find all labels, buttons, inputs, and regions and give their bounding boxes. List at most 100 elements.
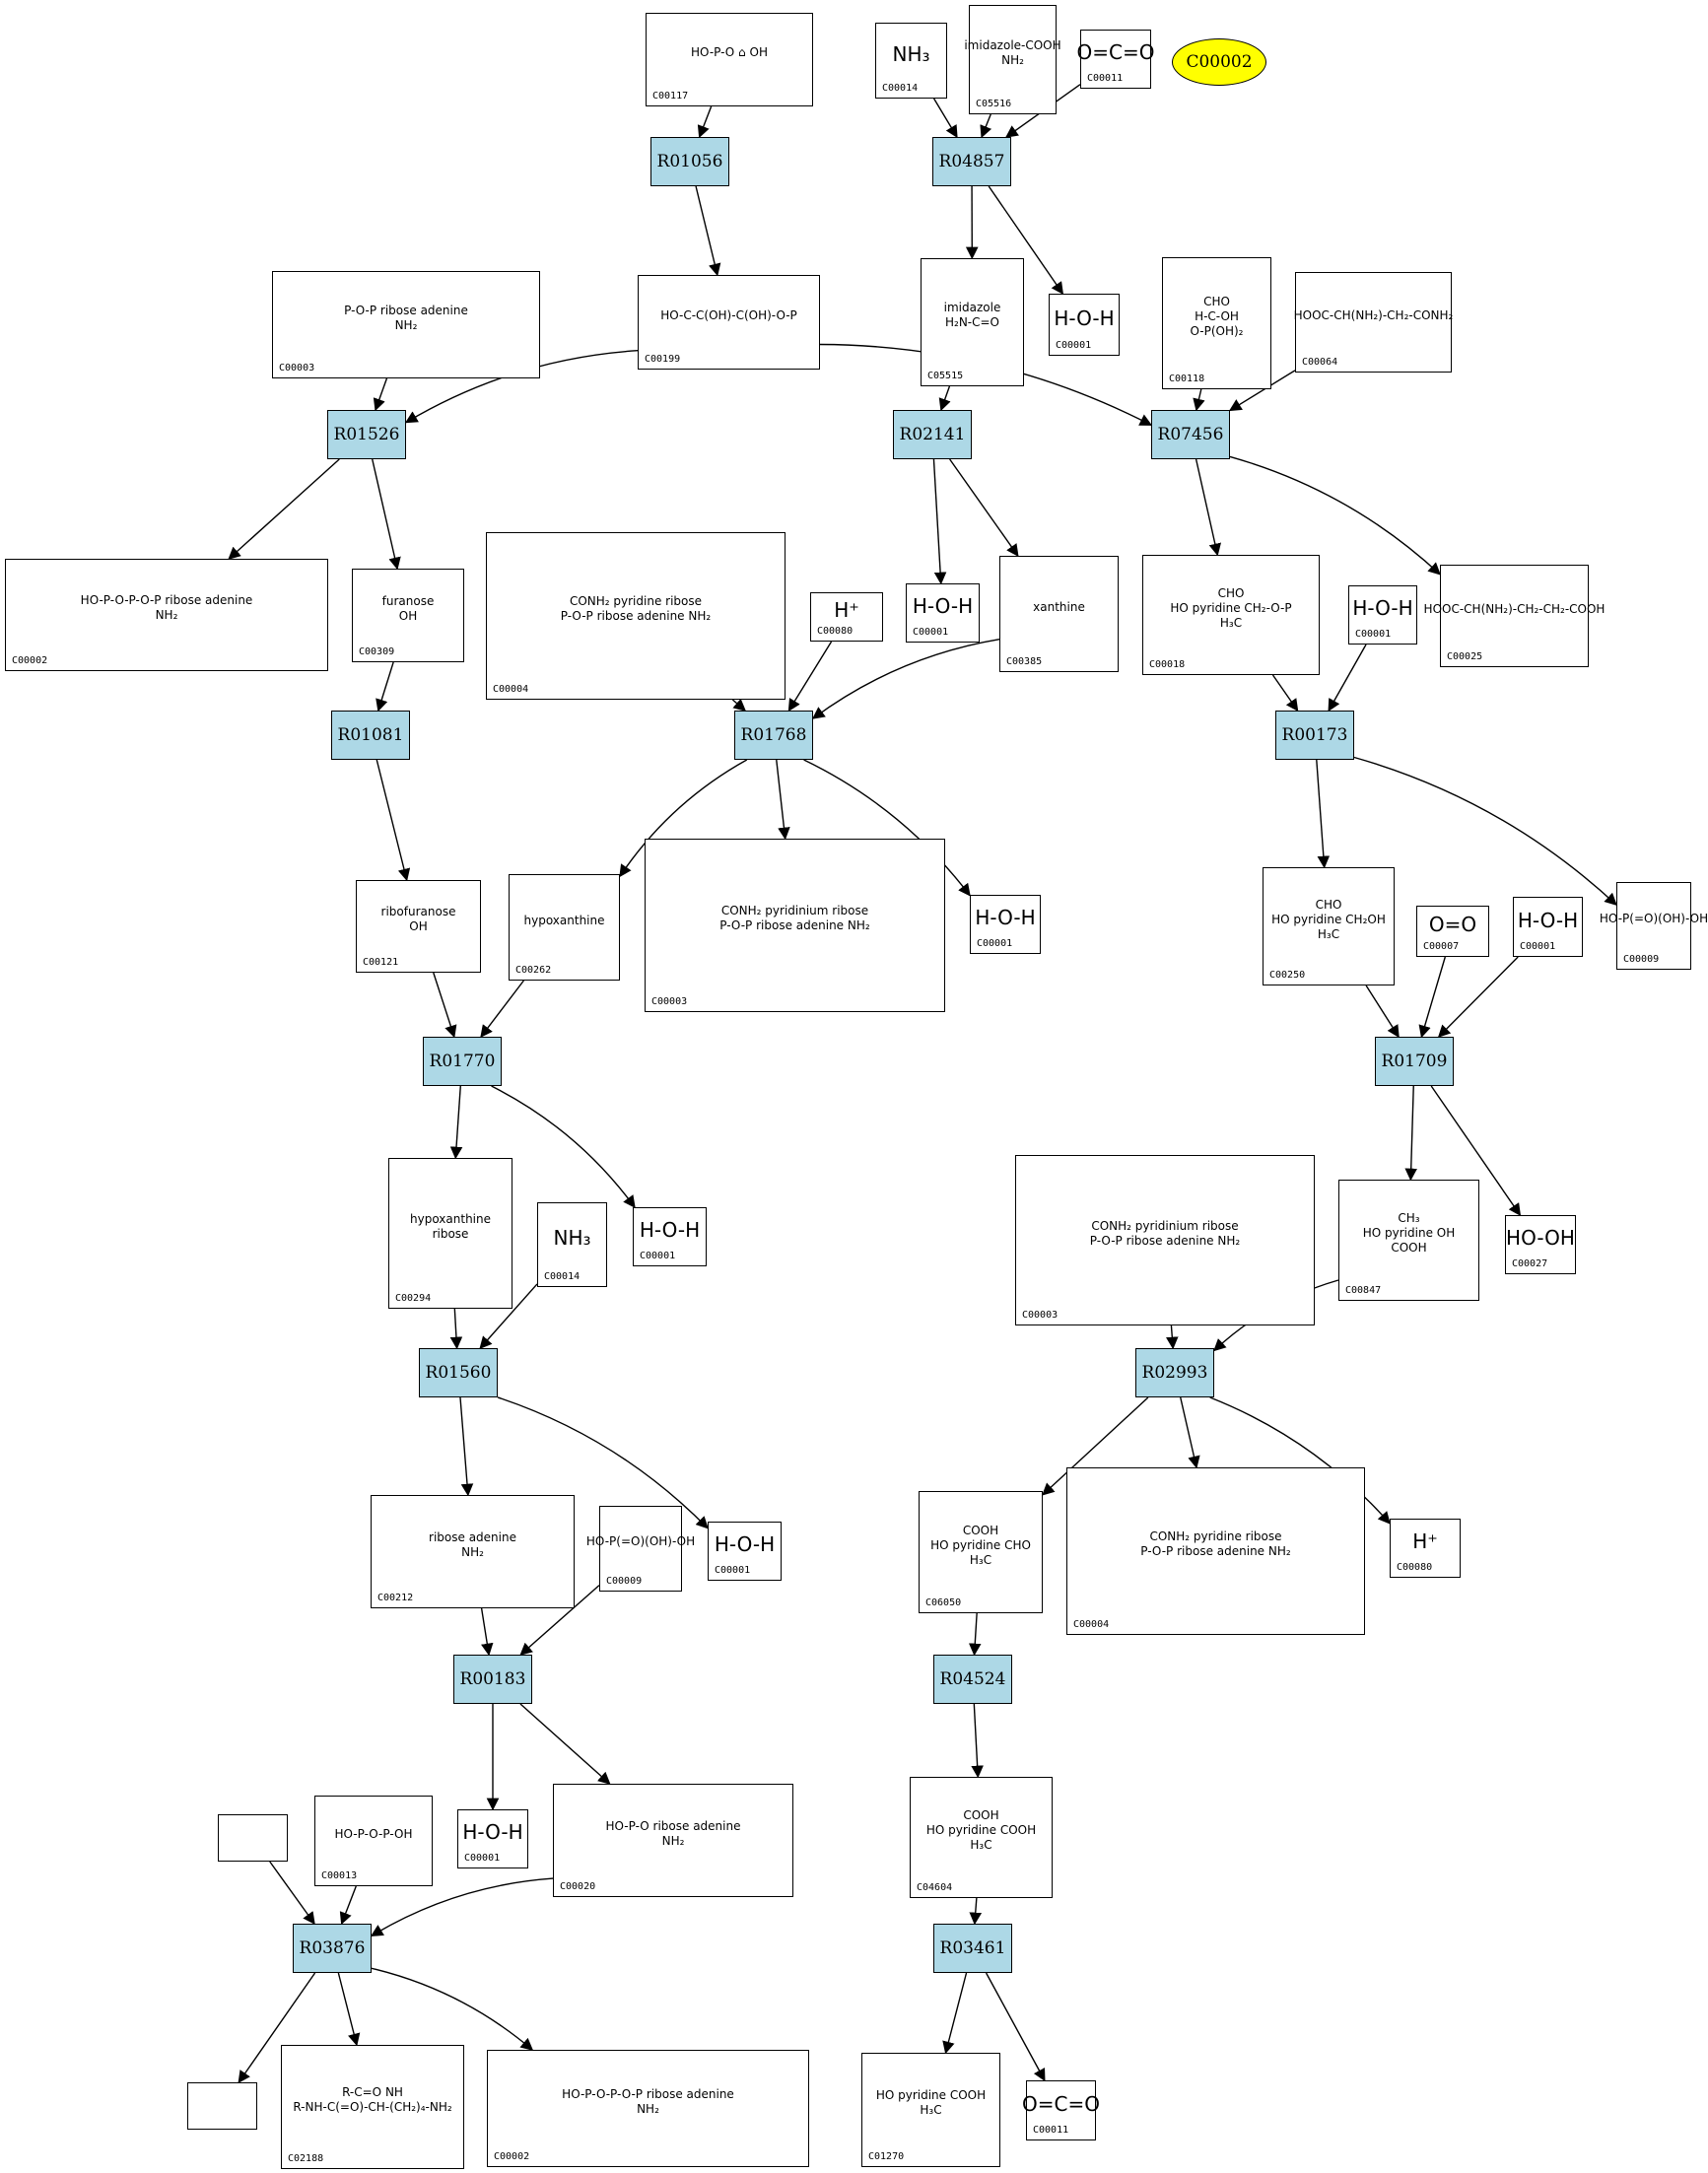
edge-arrow [373,377,388,412]
edge-arrow [695,185,721,277]
reaction-R00183[interactable]: R00183 [453,1655,532,1704]
edge-arrow [988,185,1064,296]
edge-arrow [228,458,340,560]
blank-compound-box[interactable] [187,2082,257,2130]
edge-arrow [1228,370,1296,412]
reaction-R01770[interactable]: R01770 [423,1037,502,1086]
reaction-R01081[interactable]: R01081 [331,711,410,760]
compound-C00080[interactable]: H⁺C00080 [810,592,883,642]
reaction-R03876[interactable]: R03876 [293,1924,372,1973]
compound-id-label: C00250 [1269,970,1306,981]
compound-C00004[interactable]: CONH₂ pyridine ribose P-O-P ribose adeni… [1066,1467,1365,1635]
compound-id-label: C00001 [1056,340,1092,351]
compound-id-label: C00013 [321,1870,358,1881]
reaction-R07456[interactable]: R07456 [1151,410,1230,459]
reaction-R01768[interactable]: R01768 [734,711,813,760]
compound-id-label: C00018 [1149,659,1186,670]
compound-structure: COOH HO pyridine CHO H₃C [930,1523,1031,1567]
reaction-R04857[interactable]: R04857 [932,137,1011,186]
compound-id-label: C00011 [1087,73,1124,84]
reaction-R00173[interactable]: R00173 [1275,711,1354,760]
edge-arrow [776,759,790,841]
compound-structure: HOOC-CH(NH₂)-CH₂-CONH₂ [1293,307,1454,322]
compound-id-label: C00003 [651,996,688,1007]
compound-structure: CHO HO pyridine CH₂OH H₃C [1271,897,1386,941]
reaction-R02993[interactable]: R02993 [1135,1348,1214,1397]
compound-id-label: C06050 [925,1597,962,1608]
edge-arrow [1328,644,1367,713]
reaction-R01526[interactable]: R01526 [327,410,406,459]
compound-C00003[interactable]: CONH₂ pyridinium ribose P-O-P ribose ade… [1015,1155,1315,1325]
compound-structure: HOOC-CH(NH₂)-CH₂-CH₂-COOH [1423,601,1606,616]
compound-id-label: C00385 [1006,656,1043,667]
compound-structure: H-O-H [639,1218,701,1242]
compound-C00080[interactable]: H⁺C00080 [1390,1519,1461,1578]
edge-arrow [1404,1085,1418,1182]
reaction-R01560[interactable]: R01560 [419,1348,498,1397]
edge-arrow [480,980,524,1039]
reaction-R04524[interactable]: R04524 [933,1655,1012,1704]
edge-arrow [491,1085,636,1209]
compound-structure: HO-OH [1506,1226,1575,1250]
reaction-R02141[interactable]: R02141 [893,410,972,459]
compound-structure: H-O-H [975,906,1036,929]
compound-structure: H-O-H [1517,908,1579,932]
compound-id-label: C05515 [927,371,964,381]
compound-C00250[interactable]: CHO HO pyridine CH₂OH H₃C C00250 [1263,867,1395,985]
reaction-R01709[interactable]: R01709 [1375,1037,1454,1086]
reaction-R03461[interactable]: R03461 [933,1924,1012,1973]
compound-structure: ribose adenine NH₂ [429,1529,516,1559]
reaction-R01056[interactable]: R01056 [650,137,729,186]
compound-id-label: C00002 [12,655,48,666]
edge-arrow [1209,1396,1391,1525]
edge-arrow [337,1972,361,2047]
blank-compound-box[interactable] [218,1814,288,1862]
highlight-compound[interactable]: C00002 [1172,38,1266,86]
compound-C00004[interactable]: CONH₂ pyridine ribose P-O-P ribose adeni… [486,532,786,700]
compound-C00003[interactable]: CONH₂ pyridinium ribose P-O-P ribose ade… [645,839,945,1012]
compound-structure: ribofuranose OH [380,905,456,933]
compound-structure: P-O-P ribose adenine NH₂ [344,303,468,332]
compound-C06050[interactable]: COOH HO pyridine CHO H₃C C06050 [919,1491,1043,1613]
